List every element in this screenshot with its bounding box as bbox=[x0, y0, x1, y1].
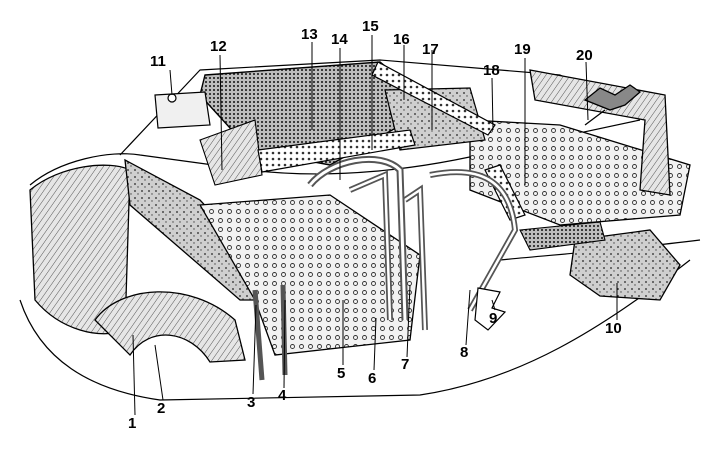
callout-18: 18 bbox=[483, 62, 500, 79]
callout-20: 20 bbox=[576, 47, 593, 64]
part-3-a-pillar-seal bbox=[252, 289, 265, 381]
callout-1: 1 bbox=[128, 415, 137, 432]
part-11-insulation-panel bbox=[154, 91, 211, 129]
callout-8: 8 bbox=[460, 344, 469, 361]
callout-10: 10 bbox=[605, 320, 622, 337]
callout-17: 17 bbox=[422, 41, 439, 58]
callout-9: 9 bbox=[489, 310, 498, 327]
leader-lines bbox=[132, 35, 618, 416]
part-14-roof-seal bbox=[257, 129, 416, 173]
part-9-clip bbox=[474, 287, 507, 331]
callout-16: 16 bbox=[393, 31, 410, 48]
callout-7: 7 bbox=[401, 356, 410, 373]
part-11-fastener bbox=[167, 93, 177, 103]
callout-15: 15 bbox=[362, 18, 379, 35]
part-2-wheel-arch-liner bbox=[94, 291, 246, 363]
callout-5: 5 bbox=[337, 365, 346, 382]
callout-12: 12 bbox=[210, 38, 227, 55]
callout-11: 11 bbox=[150, 53, 166, 70]
part-16-pillar-seal bbox=[371, 61, 496, 136]
callout-4: 4 bbox=[278, 387, 287, 404]
callout-13: 13 bbox=[301, 26, 318, 43]
callout-2: 2 bbox=[157, 400, 166, 417]
part-10-rear-wheel-insulator bbox=[569, 229, 681, 301]
rear-floor-wedge bbox=[519, 221, 606, 251]
callout-3: 3 bbox=[247, 394, 256, 411]
part-20-jack-icon bbox=[583, 84, 642, 126]
callout-6: 6 bbox=[368, 370, 377, 387]
door-seals-group bbox=[252, 155, 519, 381]
callout-14: 14 bbox=[331, 31, 348, 48]
part-20-rear-panel bbox=[529, 69, 671, 196]
part-12-trim-pieces bbox=[199, 119, 263, 186]
callout-19: 19 bbox=[514, 41, 531, 58]
